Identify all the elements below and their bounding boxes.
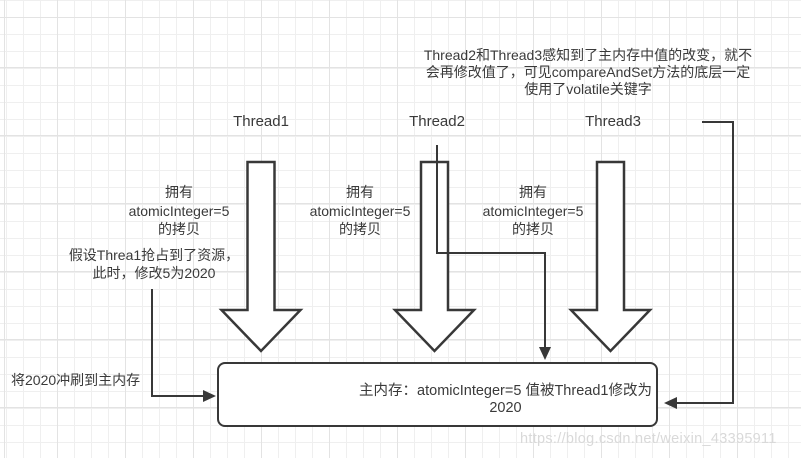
csdn-watermark: https://blog.csdn.net/weixin_43395911 — [520, 431, 777, 447]
annotation-to-memory-connector — [676, 121, 734, 404]
thread3-copy-note: 拥有 atomicInteger=5 的拷贝 — [482, 184, 584, 237]
thread2-label: Thread2 — [409, 113, 465, 130]
thread1-label: Thread1 — [233, 113, 289, 130]
thread2-to-memory-connector — [436, 145, 546, 348]
cas-volatile-annotation: Thread2和Thread3感知到了主内存中值的改变，就不 会再修改值了，可见… — [423, 47, 753, 97]
main-memory-box: 主内存：atomicInteger=5 值被Thread1修改为 2020 — [217, 362, 658, 427]
thread1-seize-annotation: 假设Threa1抢占到了资源， 此时，修改5为2020 — [68, 247, 240, 281]
thread2-connector-arrowhead-icon — [539, 347, 551, 360]
thread3-label: Thread3 — [585, 113, 641, 130]
flush-connector-arrowhead-icon — [203, 390, 216, 402]
thread1-copy-note: 拥有 atomicInteger=5 的拷贝 — [128, 184, 230, 237]
thread2-copy-note: 拥有 atomicInteger=5 的拷贝 — [309, 184, 411, 237]
main-memory-label: 主内存：atomicInteger=5 值被Thread1修改为 2020 — [359, 383, 652, 416]
flush-annotation: 将2020冲刷到主内存 — [11, 372, 141, 388]
